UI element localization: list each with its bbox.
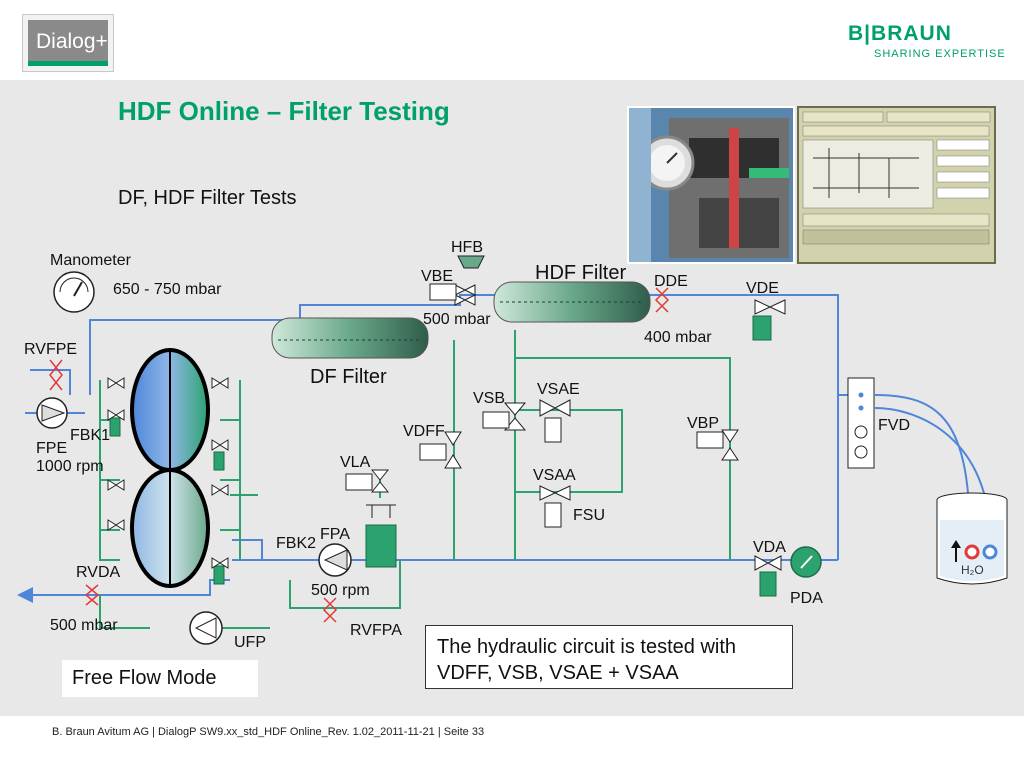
label-rvfpa: RVFPA bbox=[350, 622, 402, 639]
label-vsae: VSAE bbox=[537, 381, 580, 398]
chamber-valves bbox=[107, 377, 229, 569]
ufp-pump bbox=[189, 611, 223, 645]
label-fpa-rpm: 500 rpm bbox=[311, 582, 370, 599]
label-dde: DDE bbox=[654, 273, 688, 290]
label-vsb: VSB bbox=[473, 390, 506, 407]
solenoids bbox=[345, 283, 724, 528]
label-vde: VDE bbox=[746, 280, 779, 297]
machine-photo bbox=[627, 106, 795, 264]
slide-subtitle: DF, HDF Filter Tests bbox=[118, 187, 297, 209]
label-rvda-mbar: 500 mbar bbox=[50, 617, 118, 634]
footer: B. Braun Avitum AG | DialogP SW9.xx_std_… bbox=[0, 716, 1024, 767]
brand-name: B|BRAUN bbox=[848, 22, 952, 45]
fpa-pump bbox=[318, 543, 352, 577]
header: Dialog+ B|BRAUN SHARING EXPERTISE bbox=[0, 0, 1024, 80]
label-ufp: UFP bbox=[234, 634, 266, 651]
label-manometer: Manometer bbox=[50, 252, 131, 269]
slide-title: HDF Online – Filter Testing bbox=[118, 96, 450, 126]
df-filter bbox=[271, 317, 429, 359]
blue-pipes bbox=[17, 294, 998, 603]
label-h2o: H₂O bbox=[961, 563, 984, 577]
label-fbk1: FBK1 bbox=[70, 427, 111, 444]
label-fsu: FSU bbox=[573, 507, 605, 524]
label-vla: VLA bbox=[340, 454, 371, 471]
label-hfb: HFB bbox=[451, 239, 483, 256]
mode-text: Free Flow Mode bbox=[72, 667, 217, 689]
label-df-filter: DF Filter bbox=[310, 366, 387, 388]
label-rvfpe: RVFPE bbox=[24, 341, 78, 358]
hfb-sensor bbox=[457, 255, 485, 269]
label-fpa: FPA bbox=[320, 526, 350, 543]
info-line-1: The hydraulic circuit is tested with bbox=[437, 636, 737, 658]
logo-box: Dialog+ bbox=[28, 20, 108, 66]
info-box: The hydraulic circuit is tested with VDF… bbox=[425, 625, 793, 689]
label-fvd: FVD bbox=[878, 417, 910, 434]
pda-gauge bbox=[790, 546, 822, 578]
label-hdf-filter: HDF Filter bbox=[535, 262, 627, 284]
hdf-filter bbox=[493, 281, 651, 323]
info-line-2: VDFF, VSB, VSAE + VSAA bbox=[437, 662, 679, 684]
test-screen-image bbox=[797, 106, 996, 264]
fvd-device bbox=[847, 377, 875, 469]
label-rvda: RVDA bbox=[76, 564, 121, 581]
balance-chambers bbox=[130, 348, 210, 588]
green-actuators bbox=[109, 315, 777, 597]
brand-tagline: SHARING EXPERTISE bbox=[874, 48, 1006, 60]
label-vsaa: VSAA bbox=[533, 467, 576, 484]
label-vbp: VBP bbox=[687, 415, 720, 432]
label-fpe: FPE bbox=[36, 440, 68, 457]
footer-text: B. Braun Avitum AG | DialogP SW9.xx_std_… bbox=[52, 726, 485, 738]
vent-reservoir bbox=[366, 504, 396, 518]
label-fpe-rpm: 1000 rpm bbox=[36, 458, 104, 475]
label-vdff: VDFF bbox=[403, 423, 445, 440]
manometer-gauge bbox=[53, 271, 95, 313]
mode-box: Free Flow Mode bbox=[62, 660, 258, 697]
label-dde-mbar: 400 mbar bbox=[644, 329, 712, 346]
label-fbk2: FBK2 bbox=[276, 535, 317, 552]
logo-text: Dialog+ bbox=[36, 30, 108, 53]
red-valves bbox=[49, 287, 670, 623]
label-vbe-mbar: 500 mbar bbox=[423, 311, 491, 328]
bbraun-logo: B|BRAUN SHARING EXPERTISE bbox=[848, 22, 1008, 66]
dialog-logo: Dialog+ bbox=[22, 14, 114, 72]
water-beaker bbox=[936, 492, 1008, 585]
info-text: The hydraulic circuit is tested with VDF… bbox=[437, 634, 736, 686]
label-vda: VDA bbox=[753, 539, 786, 556]
fpe-pump bbox=[36, 397, 68, 429]
valves bbox=[370, 284, 786, 571]
label-vbe: VBE bbox=[421, 268, 454, 285]
label-manometer-range: 650 - 750 mbar bbox=[113, 281, 222, 298]
label-pda: PDA bbox=[790, 590, 823, 607]
